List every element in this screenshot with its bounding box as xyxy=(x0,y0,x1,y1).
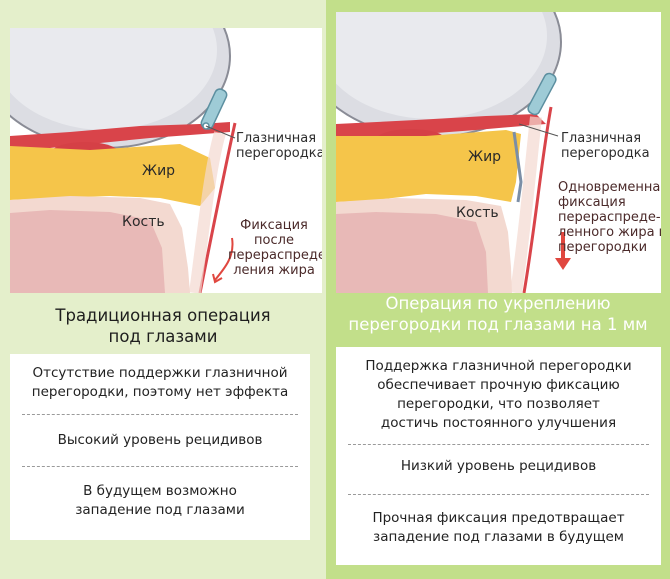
fat-region xyxy=(336,130,521,202)
skin-tissue xyxy=(189,131,226,293)
anatomy-diagram xyxy=(10,28,237,293)
divider xyxy=(22,414,298,415)
traditional-surgery-panel: Глазничная перегородка Жир Кость Фиксаци… xyxy=(0,0,326,579)
bone-inner xyxy=(10,210,165,293)
note-item: Отсутствие поддержки глазничной перегоро… xyxy=(31,365,289,400)
fixation-arrow xyxy=(214,237,234,281)
eyeball-inner xyxy=(336,12,547,119)
fixation-label: Фиксация после перераспреде- ления жира xyxy=(228,218,322,278)
septum-reinforcement-panel: Глазничная перегородка Жир Кость Одновре… xyxy=(326,0,670,579)
septum-label: Глазничная перегородка xyxy=(561,131,650,161)
traditional-surgery-title: Традиционная операция под глазами xyxy=(55,306,271,346)
bone-label: Кость xyxy=(122,214,165,230)
divider xyxy=(22,466,298,467)
note-item: Низкий уровень рецидивов xyxy=(400,458,597,474)
septum-pointer-line xyxy=(205,125,236,139)
skin-tissue xyxy=(510,116,542,293)
eyeball-inner xyxy=(10,28,217,130)
skin-line xyxy=(198,122,237,293)
traditional-surgery-illustration: Глазничная перегородка Жир Кость Фиксаци… xyxy=(10,28,322,293)
note-item: В будущем возможно западение под глазами xyxy=(75,483,245,518)
note-item: Высокий уровень рецидивов xyxy=(57,432,263,448)
traditional-surgery-notes: Отсутствие поддержки глазничной перегоро… xyxy=(10,354,310,540)
note-item: Поддержка глазничной перегородки обеспеч… xyxy=(365,358,632,431)
reinforced-septum xyxy=(512,131,523,203)
septum-reinforcement-notes: Поддержка глазничной перегородки обеспеч… xyxy=(336,347,661,565)
bone-label: Кость xyxy=(456,205,499,221)
arrow-head xyxy=(212,273,223,284)
septum-reinforcement-illustration: Глазничная перегородка Жир Кость Одновре… xyxy=(336,12,661,293)
fat-label: Жир xyxy=(468,149,502,165)
divider xyxy=(348,444,649,445)
fixation-label: Одновременная фиксация перераспреде- лен… xyxy=(558,180,661,255)
septum-label: Глазничная перегородка xyxy=(236,131,322,161)
fat-label: Жир xyxy=(142,163,176,179)
skin-line xyxy=(522,106,553,293)
note-item: Прочная фиксация предотвращает западение… xyxy=(372,510,625,545)
divider xyxy=(348,494,649,495)
fat-region xyxy=(10,144,215,206)
arrow-head xyxy=(555,258,571,270)
septum-pointer-line xyxy=(518,123,559,137)
septum-mesh xyxy=(527,72,557,116)
anatomy-diagram xyxy=(336,12,571,293)
bone-inner xyxy=(336,212,488,293)
septum-reinforcement-title: Операция по укреплению перегородки под г… xyxy=(348,294,648,334)
